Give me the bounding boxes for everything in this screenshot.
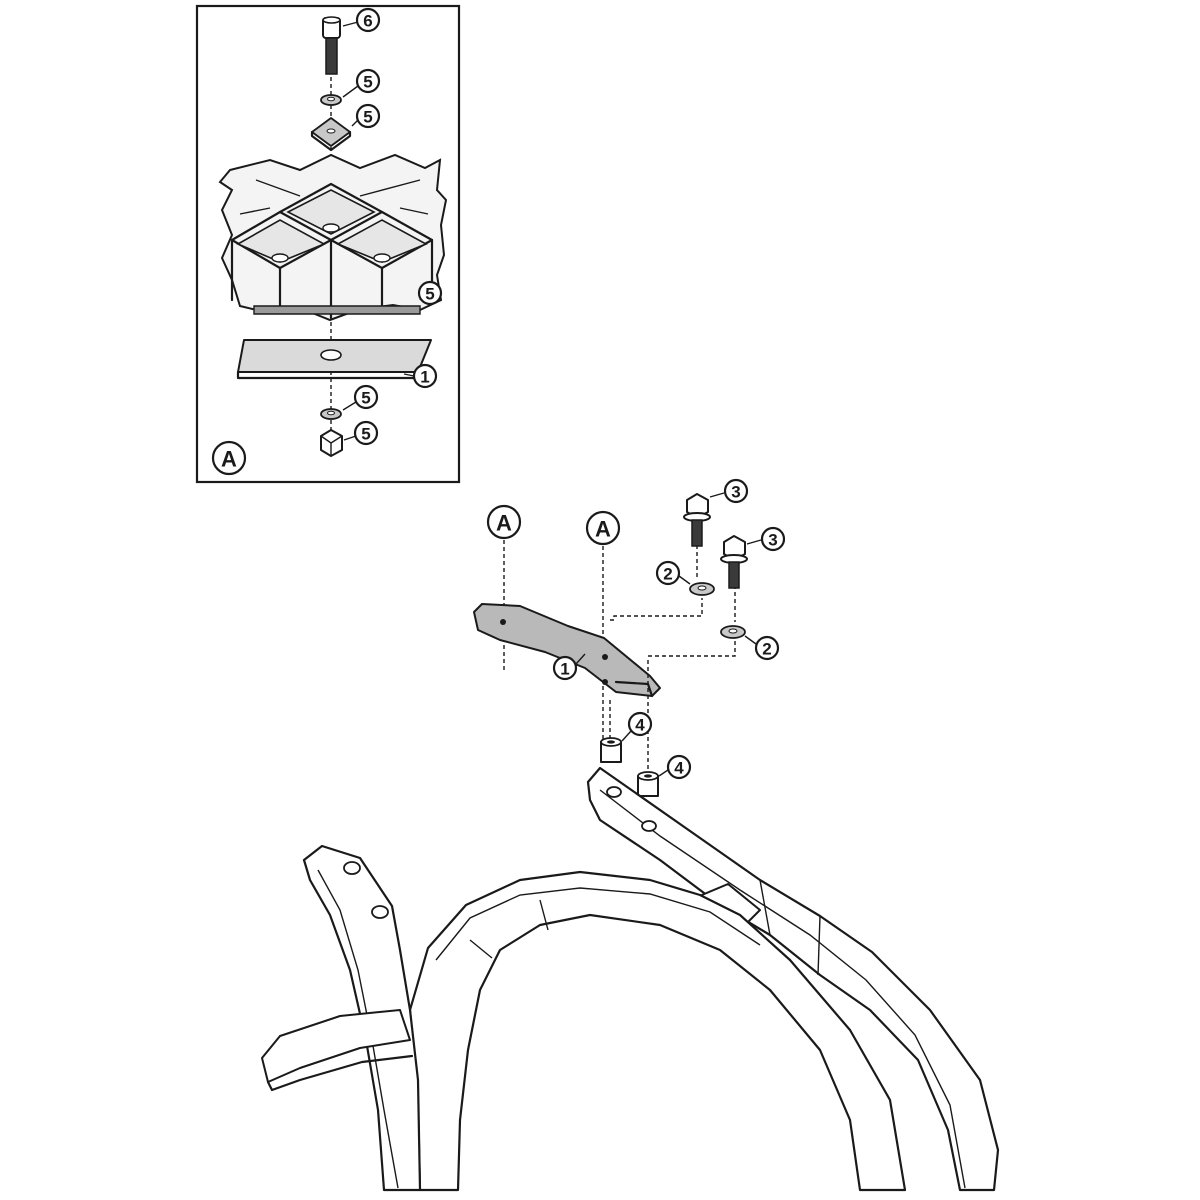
hex-nut-icon: [320, 429, 343, 457]
callout-2-lower: 2: [744, 635, 780, 661]
callout-5-flat-washer: 5: [342, 384, 379, 411]
svg-text:4: 4: [635, 716, 645, 735]
mounting-bracket-plate: [473, 603, 661, 698]
bolt-icon: [322, 16, 341, 75]
svg-text:A: A: [496, 511, 512, 536]
honeycomb-structure: [218, 153, 448, 322]
connector-line: [648, 638, 736, 657]
diamond-washer-icon: [310, 117, 352, 152]
svg-text:5: 5: [425, 285, 434, 304]
svg-text:3: 3: [768, 531, 777, 550]
detail-label-a: A: [211, 440, 247, 476]
flat-washer-icon: [320, 408, 342, 420]
callout-3-lower: 3: [746, 526, 786, 552]
svg-text:5: 5: [361, 389, 370, 408]
svg-text:4: 4: [674, 759, 684, 778]
washer-icon: [689, 582, 715, 596]
spacer-icon: [637, 771, 659, 797]
svg-text:1: 1: [560, 660, 569, 679]
callout-6: 6: [342, 7, 381, 33]
reference-label-a-right: A: [585, 510, 621, 760]
detail-box-a: 6 5 5 5 1 5 5: [195, 4, 461, 484]
callout-3-upper: 3: [709, 478, 749, 504]
svg-text:A: A: [595, 517, 611, 542]
callout-4-lower: 4: [658, 754, 692, 780]
callout-4-upper: 4: [621, 711, 653, 742]
lock-washer-icon: [320, 94, 342, 106]
flat-plate-icon: [236, 339, 432, 380]
callout-5-structure: 5: [417, 280, 443, 306]
reference-label-a-left: A: [486, 504, 522, 672]
svg-text:3: 3: [731, 483, 740, 502]
svg-text:1: 1: [420, 368, 429, 387]
callout-2-upper: 2: [655, 560, 691, 586]
callout-1-bracket: 1: [552, 653, 586, 681]
callout-5-lock-washer: 5: [342, 68, 381, 98]
hex-bolt-icon: [683, 493, 711, 547]
main-exploded-view: A A: [261, 478, 1000, 1192]
svg-text:5: 5: [361, 425, 370, 444]
rear-frame-left-arm: [261, 844, 422, 1192]
callout-5-diamond-washer: 5: [351, 103, 381, 129]
callout-1-plate: 1: [403, 363, 438, 389]
svg-text:5: 5: [363, 108, 372, 127]
spacer-icon: [600, 737, 622, 763]
washer-icon: [720, 625, 746, 639]
svg-text:5: 5: [363, 73, 372, 92]
hex-bolt-icon: [720, 535, 748, 589]
connector-line: [610, 598, 703, 621]
svg-text:6: 6: [363, 12, 372, 31]
svg-text:A: A: [221, 447, 237, 472]
svg-text:2: 2: [762, 640, 771, 659]
callout-5-nut: 5: [343, 420, 379, 446]
rear-fender: [408, 870, 907, 1192]
svg-text:2: 2: [663, 565, 672, 584]
